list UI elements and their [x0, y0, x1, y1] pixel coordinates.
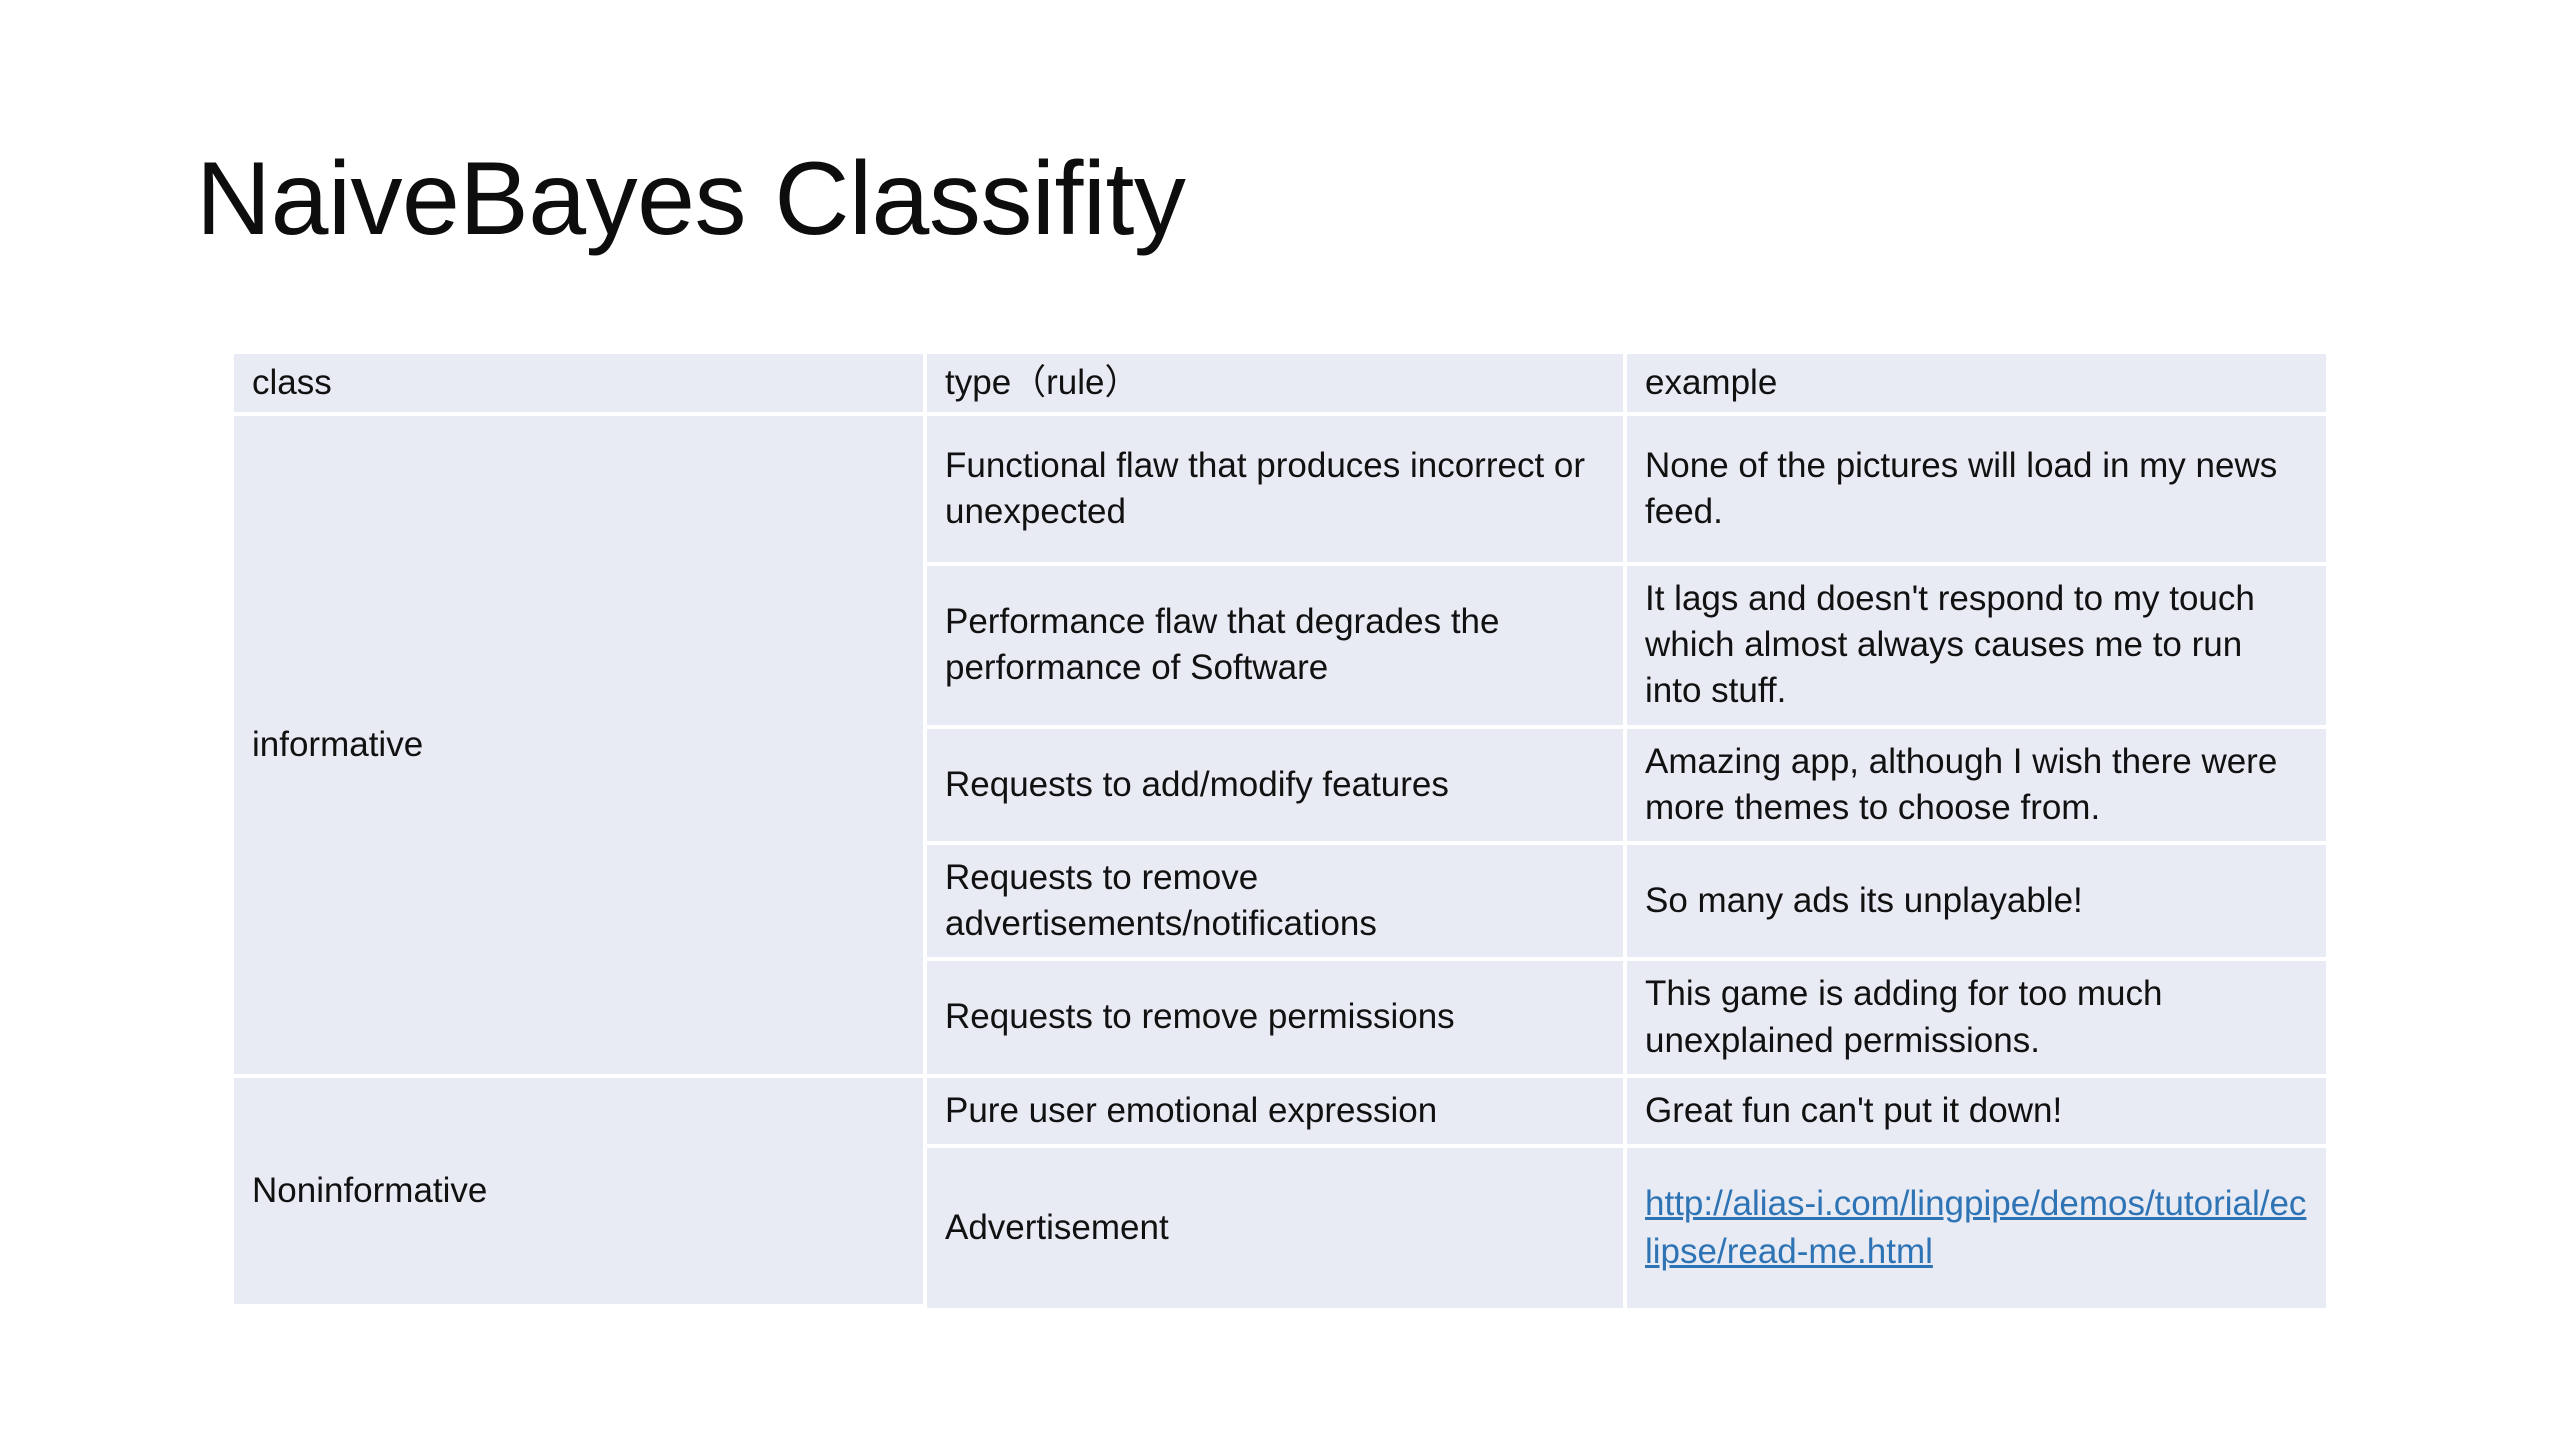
table-row: Advertisement http://alias-i.com/lingpip…: [234, 1147, 2326, 1308]
type-cell: Pure user emotional expression: [927, 1077, 1627, 1148]
example-cell: Great fun can't put it down!: [1627, 1077, 2326, 1148]
advertisement-url-link[interactable]: http://alias-i.com/lingpipe/demos/tutori…: [1645, 1184, 2307, 1271]
page-title: NaiveBayes Classifity: [196, 141, 1186, 257]
example-cell: It lags and doesn't respond to my touch …: [1627, 566, 2326, 729]
type-cell: Performance flaw that degrades the perfo…: [927, 566, 1627, 729]
type-cell: Requests to remove permissions: [927, 961, 1627, 1078]
example-cell: None of the pictures will load in my new…: [1627, 416, 2326, 566]
type-cell: Advertisement: [927, 1147, 1627, 1308]
table-body: informative Functional flaw that produce…: [234, 416, 2326, 1308]
column-header-type: type（rule）: [927, 354, 1627, 416]
column-header-example: example: [1627, 354, 2326, 416]
table-row: Requests to add/modify features Amazing …: [234, 728, 2326, 845]
example-cell-link: http://alias-i.com/lingpipe/demos/tutori…: [1627, 1147, 2326, 1308]
table-row: informative Functional flaw that produce…: [234, 416, 2326, 1078]
column-header-class: class: [234, 354, 927, 416]
table-header: class type（rule） example: [234, 354, 2326, 416]
classification-table: class type（rule） example informative Fun…: [234, 354, 2326, 1308]
table-row: Requests to remove permissions This game…: [234, 961, 2326, 1078]
table-row: Requests to remove advertisements/notifi…: [234, 844, 2326, 962]
type-cell: Requests to add/modify features: [927, 728, 1627, 845]
class-cell-informative: informative: [234, 416, 927, 1078]
table-row: Noninformative Pure user emotional expre…: [234, 1077, 2326, 1308]
type-cell: Requests to remove advertisements/notifi…: [927, 844, 1627, 962]
type-cell: Functional flaw that produces incorrect …: [927, 416, 1627, 566]
example-cell: So many ads its unplayable!: [1627, 844, 2326, 962]
table-header-row: class type（rule） example: [234, 354, 2326, 416]
example-cell: Amazing app, although I wish there were …: [1627, 728, 2326, 845]
example-cell: This game is adding for too much unexpla…: [1627, 961, 2326, 1078]
table-row: Performance flaw that degrades the perfo…: [234, 566, 2326, 729]
class-cell-noninformative: Noninformative: [234, 1077, 927, 1308]
